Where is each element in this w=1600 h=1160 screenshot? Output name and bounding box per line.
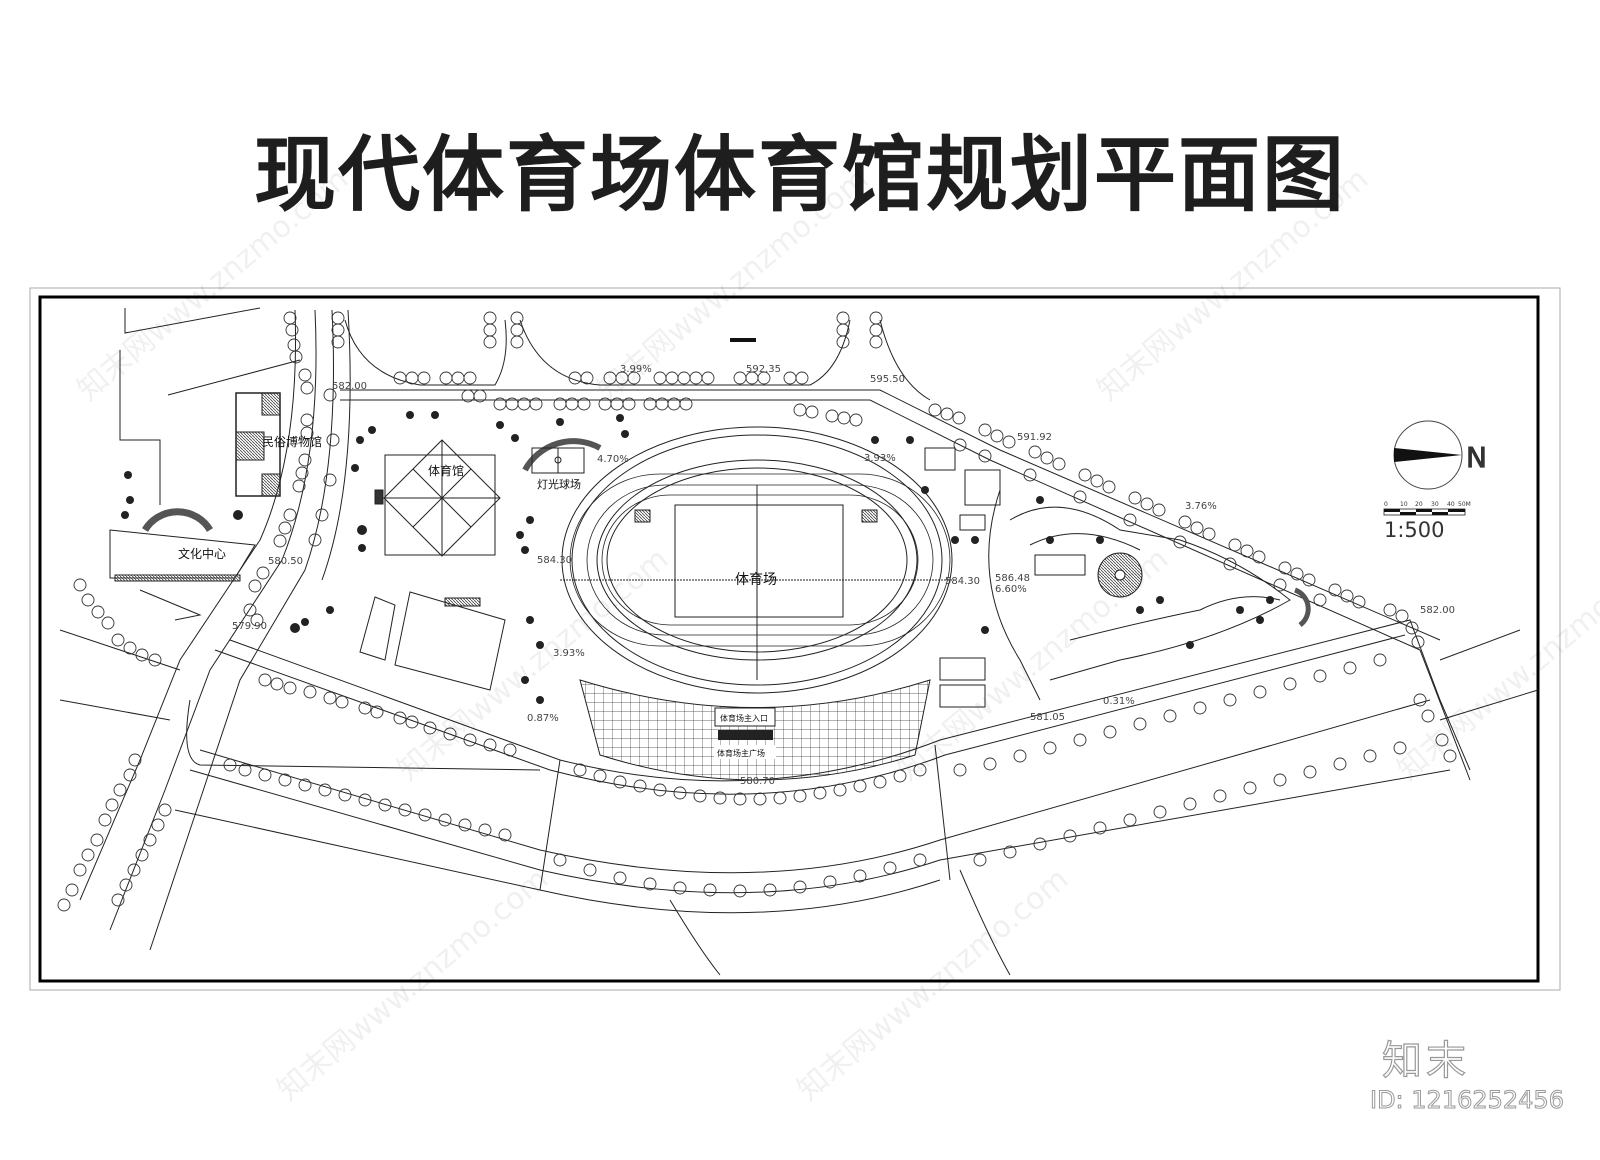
lit-court-label: 灯光球场	[537, 477, 581, 491]
slope-label: 0.87%	[527, 713, 559, 724]
slope-label: 3.99%	[620, 364, 652, 375]
scale-bar: 0 10 20 30 40 50M 1:500	[1383, 501, 1471, 542]
slope-label: 3.93%	[553, 648, 585, 659]
north-arrow-compass: N	[1393, 420, 1487, 490]
elevation-label: 582.00	[1420, 605, 1455, 616]
culture-center: 文化中心	[109, 508, 256, 621]
slope-label: 6.60%	[995, 584, 1027, 595]
lit-basketball-court: 灯光球场	[522, 438, 602, 491]
elevation-label: 579.90	[232, 621, 267, 632]
museum-building: 民俗博物馆	[235, 392, 322, 497]
elevation-label: 580.50	[268, 556, 303, 567]
slope-label: 3.76%	[1185, 501, 1217, 512]
plan-title: 现代体育场体育馆规划平面图	[253, 127, 1346, 223]
gymnasium: 体育馆	[374, 439, 501, 557]
north-marker	[730, 338, 756, 342]
svg-text:10: 10	[1400, 501, 1408, 508]
scale-ratio: 1:500	[1384, 518, 1445, 542]
elevation-label: 580.70	[740, 776, 775, 787]
gymnasium-label: 体育馆	[428, 463, 464, 478]
elevation-label: 584.30	[537, 555, 572, 566]
svg-text:20: 20	[1415, 501, 1423, 508]
museum-label: 民俗博物馆	[262, 434, 322, 449]
elevation-label: 582.00	[332, 381, 367, 392]
elevation-label: 595.50	[870, 374, 905, 385]
inner-frame	[38, 295, 1540, 983]
svg-text:40: 40	[1447, 501, 1455, 508]
stadium-entrance-plaza: 体育场主入口 体育场主广场	[579, 679, 931, 781]
tree-row-inner-top	[461, 389, 863, 427]
elevation-label: 591.92	[1017, 432, 1052, 443]
image-id: ID: 1216252456	[1370, 1086, 1565, 1115]
stadium: 体育场	[560, 426, 955, 694]
brand-logo: 知末	[1381, 1037, 1470, 1084]
culture-center-label: 文化中心	[178, 546, 226, 561]
feature-trees	[121, 411, 1274, 704]
elevation-label: 584.30	[945, 576, 980, 587]
slope-label: 4.70%	[597, 454, 629, 465]
slope-label: 3.93%	[864, 453, 896, 464]
svg-text:0: 0	[1384, 501, 1388, 508]
stadium-label: 体育场	[735, 572, 777, 588]
entrance-label: 体育场主入口	[720, 713, 768, 723]
east-park	[924, 447, 1311, 708]
tree-row-south	[223, 653, 1407, 898]
tree-row-top	[331, 311, 883, 385]
elevation-label: 586.48	[995, 573, 1030, 584]
slope-label: 0.31%	[1103, 696, 1135, 707]
outer-frame	[29, 287, 1561, 991]
tree-row-west	[57, 311, 340, 912]
svg-text:30: 30	[1431, 501, 1439, 508]
svg-text:50M: 50M	[1458, 501, 1471, 508]
tree-row-northeast	[928, 403, 1457, 763]
elevation-label: 592.35	[746, 364, 781, 375]
training-halls	[359, 591, 506, 691]
plaza-label: 体育场主广场	[717, 748, 765, 758]
north-label: N	[1466, 441, 1487, 474]
elevation-label: 581.05	[1030, 712, 1065, 723]
